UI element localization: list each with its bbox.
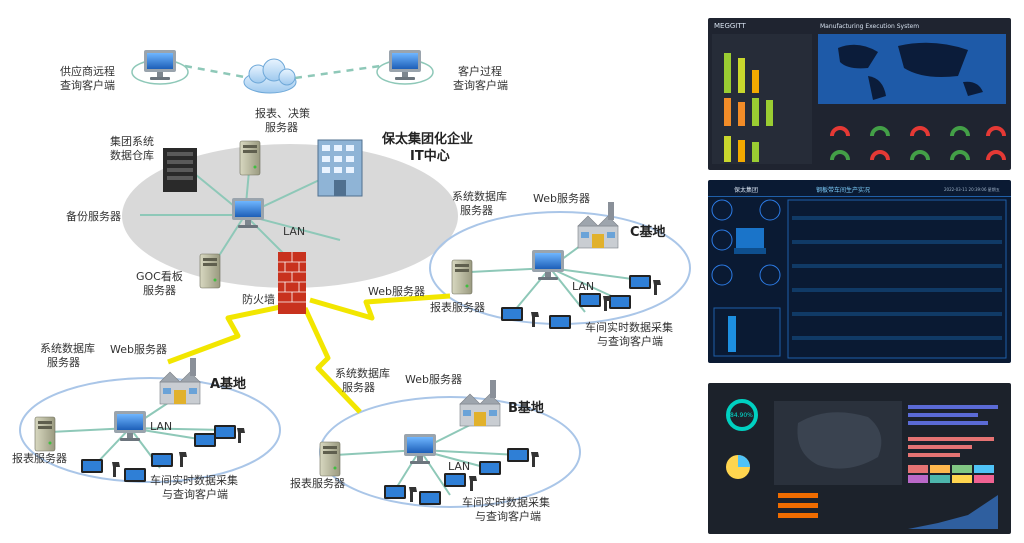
base-c-lan-monitor-icon [532,250,564,280]
internet-dashed-link-left [184,64,251,80]
base-c-report-server-label: 报表服务器 [430,300,485,314]
base-c-name: C基地 [630,224,666,240]
base-a-lan-label: LAN [150,420,172,433]
network-diagram: 供应商远程 查询客户端 客户过程 查询客户端 报表、决策 服务器 保太集团化企业… [12,50,691,523]
customer-client-label-2: 查询客户端 [453,78,508,92]
internet-dashed-link-right [294,64,381,80]
base-c-scanner-icon [531,312,539,327]
base-c-db-server-label-1: 系统数据库 [452,189,507,203]
base-a-scanner-icon [179,452,187,467]
base-a-db-server-label-1: 系统数据库 [40,341,95,355]
statistics-dashboard-screenshot: 84.90% [708,383,1011,534]
supplier-client-label-2: 查询客户端 [60,78,115,92]
base-b-report-server-icon [319,441,341,477]
wan-lightning-links [167,293,451,414]
base-c-terminal-icon [549,315,571,329]
base-a-terminal-icon [124,468,146,482]
it-center-lan-label: LAN [283,225,305,238]
base-b-report-server-label: 报表服务器 [290,476,345,490]
it-center-title-2: IT中心 [410,148,450,164]
mes-dashboard-screenshot: MEGGITT Manufacturing Execution System [708,18,1011,170]
it-center-ellipse [122,144,458,288]
base-c-terminal-icon [609,295,631,309]
base-a-scanner-icon [237,428,245,443]
base-b-name: B基地 [508,400,544,416]
base-c-lan-label: LAN [572,280,594,293]
base-c-scanner-icon [653,280,661,295]
base-b-terminal-icon [384,485,406,499]
base-a-lan-monitor-icon [114,411,146,441]
base-b-scanner-icon [531,452,539,467]
base-a-terminal-icon [151,453,173,467]
base-b-terminal-icon [419,491,441,505]
base-a-report-server-label: 报表服务器 [12,451,67,465]
it-center-title-1: 保太集团化企业 [381,131,473,147]
base-c-db-server-label-2: 服务器 [460,204,493,217]
base-b-client-label-1: 车间实时数据采集 [462,495,550,509]
firewall-label: 防火墙 [242,292,275,306]
customer-client-label-1: 客户过程 [458,64,502,78]
workshop-date: 2022-03-11 20:39:06 星期五 [944,187,1000,192]
goc-server-label-1: GOC看板 [136,269,183,283]
base-b-web-server-label: Web服务器 [405,373,462,386]
goc-server-label-2: 服务器 [143,284,176,297]
statistics-dashboard-graphics [726,399,998,529]
base-c-terminal-icon [501,307,523,321]
customer-client-monitor-icon [389,50,421,80]
base-a-terminal-icon [194,433,216,447]
base-a-db-server-label-2: 服务器 [47,356,80,369]
base-c-factory-icon [577,201,619,249]
data-warehouse-rack-icon [163,148,197,192]
base-b-lan-monitor-icon [404,434,436,464]
base-a-name: A基地 [210,376,246,392]
mes-dashboard-graphics [712,34,1006,164]
base-c-client-label-1: 车间实时数据采集 [585,320,673,334]
goc-server-icon [199,253,221,289]
mes-title: Manufacturing Execution System [820,23,920,30]
data-warehouse-label-1: 集团系统 [110,134,154,148]
base-a-report-server-icon [34,416,56,452]
supplier-client-monitor-icon [144,50,176,80]
base-c-client-label-2: 与查询客户端 [597,334,663,348]
report-decision-server-icon [239,140,261,176]
firewall-icon [278,252,306,314]
base-b-factory-icon [459,379,501,427]
base-a-web-server-label: Web服务器 [110,343,167,356]
base-b-db-server-label-1: 系统数据库 [335,366,390,380]
base-b-lan-links [334,419,521,496]
base-c-terminal-icon [629,275,651,289]
base-b-client-label-2: 与查询客户端 [475,509,541,523]
supplier-client-label-1: 供应商远程 [60,64,115,78]
workshop-dashboard-screenshot: 保太集团 钢板带车间生产实况 2022-03-11 20:39:06 星期五 [708,180,1011,363]
report-decision-server-label-2: 服务器 [265,121,298,134]
workshop-title: 钢板带车间生产实况 [816,187,871,194]
base-a-client-label-1: 车间实时数据采集 [150,473,238,487]
base-a-ellipse [19,377,281,483]
base-c-terminal-icon [579,293,601,307]
base-b-scanner-icon [409,487,417,502]
statistics-rate-value: 84.90% [730,412,753,419]
report-decision-server-label-1: 报表、决策 [255,106,310,120]
base-c-report-server-icon [451,259,473,295]
base-b-terminal-icon [479,461,501,475]
cloud-icon [243,58,297,94]
it-center-building-icon [317,139,363,197]
base-a-client-label-2: 与查询客户端 [162,487,228,501]
base-b-terminal-icon [444,473,466,487]
base-b-lan-label: LAN [448,460,470,473]
base-a-terminal-icon [214,425,236,439]
base-a-scanner-icon [112,462,120,477]
base-b-scanner-icon [469,476,477,491]
mes-brand: MEGGITT [714,22,746,30]
base-b-terminal-icon [507,448,529,462]
data-warehouse-label-2: 数据仓库 [110,148,154,162]
base-b-db-server-label-2: 服务器 [342,381,375,394]
workshop-dashboard-graphics [708,196,1011,359]
base-c-web-server-label: Web服务器 [533,192,590,205]
workshop-brand: 保太集团 [734,187,759,194]
base-a-factory-icon [159,357,201,405]
base-a-terminal-icon [81,459,103,473]
wan-web-server-label: Web服务器 [368,285,425,298]
backup-server-label: 备份服务器 [66,209,121,223]
